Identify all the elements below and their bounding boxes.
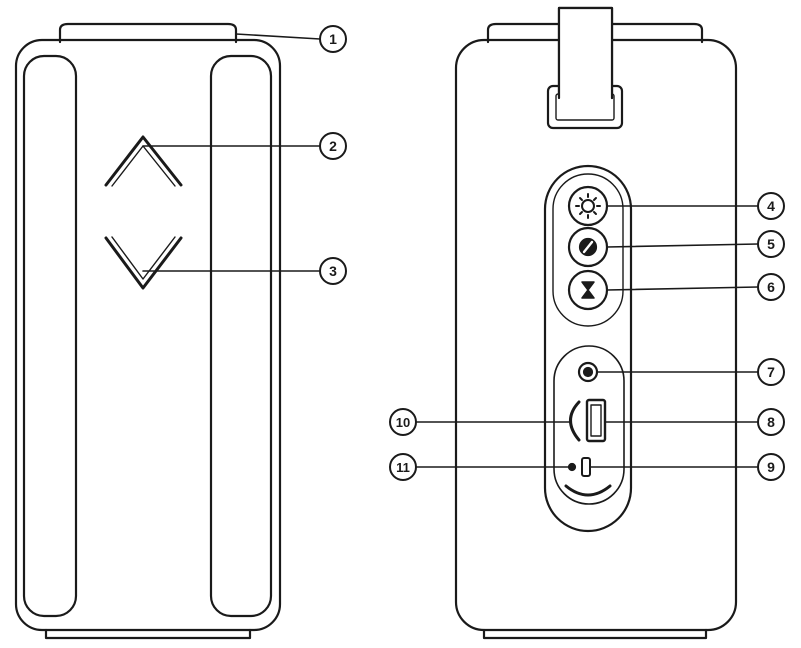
svg-text:11: 11 [396, 460, 410, 475]
callout-8: 8 [757, 408, 785, 436]
port-bottom-arc [564, 484, 612, 497]
front-base-ring [44, 628, 252, 640]
aux-jack-icon[interactable] [577, 361, 599, 383]
timer-hourglass-icon[interactable] [567, 269, 609, 311]
svg-text:8: 8 [767, 414, 775, 430]
callout-9: 9 [757, 453, 785, 481]
charge-led-icon [567, 462, 577, 472]
callout-6: 6 [757, 273, 785, 301]
button-pill [543, 164, 633, 533]
callout-11: 11 [389, 453, 417, 481]
leader-lines [142, 33, 759, 468]
svg-text:10: 10 [396, 415, 410, 430]
svg-text:6: 6 [767, 279, 775, 295]
callout-10: 10 [389, 408, 417, 436]
svg-text:7: 7 [767, 364, 775, 380]
callout-3: 3 [319, 257, 347, 285]
svg-text:2: 2 [329, 138, 337, 154]
svg-text:4: 4 [767, 198, 775, 214]
front-right-panel [209, 54, 273, 618]
strap [546, 6, 624, 130]
front-view [14, 22, 282, 640]
volume-up-chevron-icon [104, 135, 183, 187]
front-left-panel [22, 54, 78, 618]
callout-4: 4 [757, 192, 785, 220]
front-top-cap [58, 22, 238, 44]
callouts: 1 2 3 4 5 6 7 8 [319, 25, 785, 481]
callout-1: 1 [319, 25, 347, 53]
light-sun-icon[interactable] [567, 185, 609, 227]
mode-slash-icon[interactable] [567, 226, 609, 268]
back-base-ring [482, 628, 708, 640]
svg-text:1: 1 [329, 31, 337, 47]
callout-2: 2 [319, 132, 347, 160]
port-panel [553, 345, 625, 505]
front-body [14, 38, 282, 632]
svg-text:9: 9 [767, 459, 775, 475]
microsd-slot-icon[interactable] [569, 400, 581, 442]
svg-text:3: 3 [329, 263, 337, 279]
back-view [454, 6, 738, 640]
callout-7: 7 [757, 358, 785, 386]
svg-text:5: 5 [767, 236, 775, 252]
micro-usb-port-icon[interactable] [581, 457, 591, 477]
usb-a-port-icon[interactable] [585, 398, 607, 443]
volume-down-chevron-icon [104, 236, 183, 290]
callout-5: 5 [757, 230, 785, 258]
